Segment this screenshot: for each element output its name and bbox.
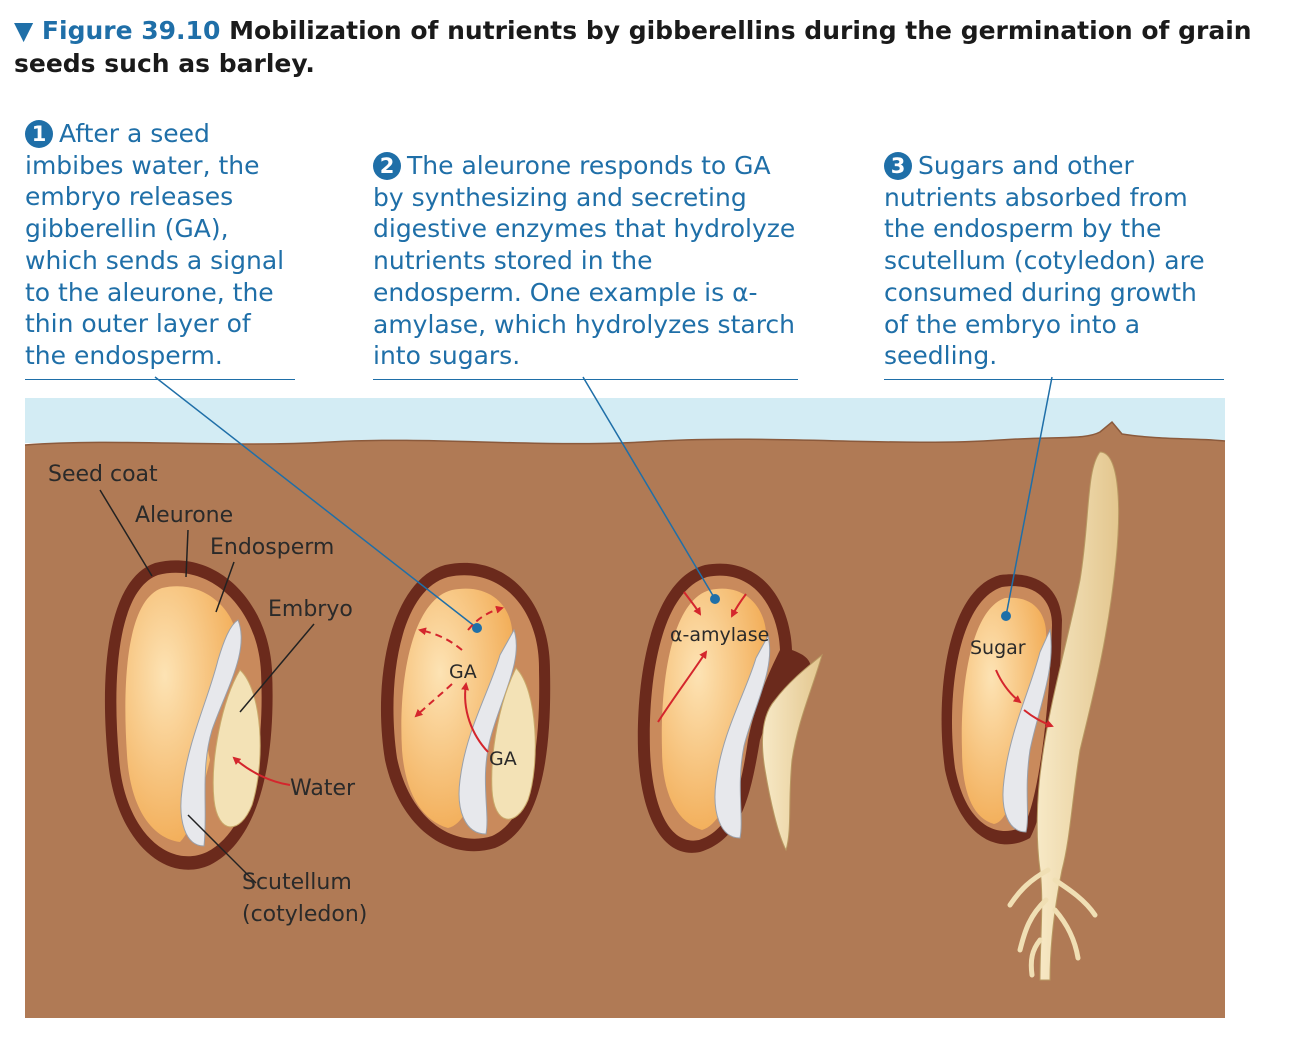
arrow-water [232, 756, 291, 786]
soil-surface-line [24, 420, 1226, 446]
label-aleurone: Aleurone [135, 503, 233, 528]
label-ga-seed2-embryo: GA [489, 748, 517, 770]
label-scutellum: Scutellum [242, 870, 352, 895]
callout-3-dot [1001, 611, 1011, 621]
seed-3-endosperm [661, 588, 767, 830]
seed-1-embryo [212, 669, 261, 828]
label-cotyledon: (cotyledon) [242, 902, 367, 927]
arrow-amylase-left [683, 591, 702, 616]
arrow-ga-upright [467, 605, 504, 631]
sky-band [25, 398, 1225, 443]
label-water: Water [290, 776, 356, 801]
arrow-amylase-right [731, 593, 747, 618]
seed-3-scutellum [714, 634, 771, 839]
soil [25, 422, 1225, 1018]
seed-2-embryo [491, 667, 536, 820]
figure-title: Mobilization of nutrients by gibberellin… [14, 16, 1252, 78]
arrow-sugar-up [657, 650, 708, 723]
step-2-text: The aleurone responds to GA by synthesiz… [373, 151, 796, 371]
label-embryo: Embryo [268, 597, 353, 622]
seed-2-endosperm [401, 588, 513, 828]
seed-2-scutellum [458, 628, 517, 835]
seed-1-endosperm [125, 586, 239, 842]
label-endosperm: Endosperm [210, 535, 334, 560]
arrow-sugar-2 [1023, 709, 1054, 728]
figure-caption: ▼ Figure 39.10 Mobilization of nutrients… [14, 14, 1274, 80]
step-3-underline [884, 378, 1224, 380]
arrow-ga-left [414, 683, 453, 718]
step-1-number-badge: 1 [25, 120, 53, 148]
step-1-text: After a seed imbibes water, the embryo r… [25, 119, 285, 370]
callout-1-dot [472, 623, 482, 633]
seed-4-roots [1007, 867, 1098, 978]
seed-4 [941, 451, 1120, 981]
seed-1-scutellum [180, 619, 242, 847]
step-3-text: Sugars and other nutrients absorbed from… [884, 151, 1205, 371]
seed-3-root [761, 653, 823, 852]
seed-1-leader-lines [99, 489, 315, 884]
seed-4-endosperm [961, 597, 1047, 824]
step-2-underline [373, 378, 798, 380]
seed-3 [637, 563, 823, 853]
seed-1 [104, 560, 273, 870]
label-alpha-amylase: α-amylase [670, 624, 769, 646]
label-sugar: Sugar [970, 637, 1026, 659]
seed-4-shoot [1036, 451, 1120, 981]
callout-2-dot [710, 594, 720, 604]
callout-leader-lines [154, 376, 1053, 629]
red-arrows [232, 591, 1054, 786]
figure-label: ▼ Figure 39.10 [14, 16, 221, 45]
label-seed-coat: Seed coat [48, 462, 158, 487]
arrow-sugar-1 [995, 669, 1022, 704]
label-ga-seed2-top: GA [449, 661, 477, 683]
arrow-ga-upleft [418, 627, 463, 651]
step-3-number-badge: 3 [884, 152, 912, 180]
step-1-underline [25, 378, 295, 380]
step-2-number-badge: 2 [373, 152, 401, 180]
seed-4-scutellum [1002, 628, 1052, 833]
arrow-ga-up [461, 682, 489, 753]
